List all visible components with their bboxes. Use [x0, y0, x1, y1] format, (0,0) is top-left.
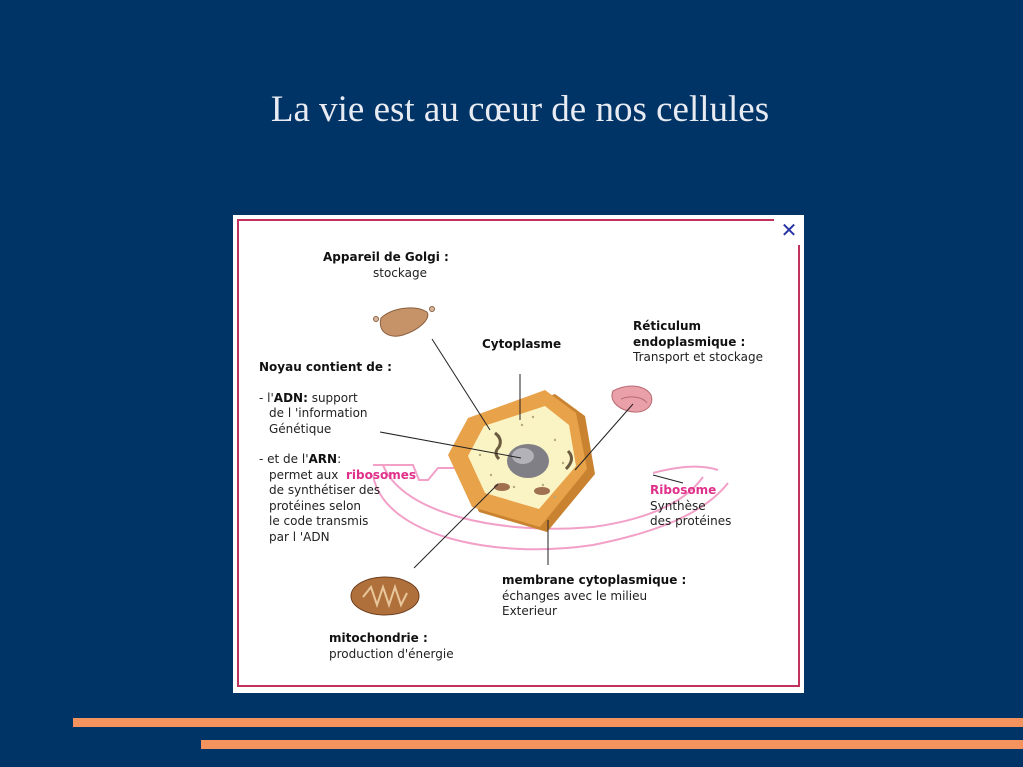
protein-flow-arrows — [372, 464, 729, 551]
mitochondria-organelle — [350, 576, 420, 616]
ribosome-label: Ribosome Synthèse des protéines — [650, 483, 732, 528]
diagram-frame — [237, 219, 800, 687]
nucleus-label: Noyau contient de : - l'ADN: support de … — [259, 360, 417, 544]
golgi-label: Appareil de Golgi : stockage — [323, 250, 449, 280]
ribosomes-highlight: ribosomes — [346, 467, 417, 482]
golgi-organelle — [373, 306, 435, 337]
cell-diagram: ✕ Appareil de Golgi : stockage Cytoplasm… — [233, 215, 804, 693]
cell-illustration — [350, 306, 729, 616]
cytoplasm-label: Cytoplasme — [482, 337, 562, 351]
close-button[interactable]: ✕ — [774, 215, 804, 245]
leader-lines — [379, 338, 684, 569]
reticulum-organelle — [611, 385, 653, 413]
slide-title: La vie est au cœur de nos cellules — [270, 89, 770, 130]
cell-body — [448, 390, 595, 532]
mitochondria-label: mitochondrie : production d'énergie — [329, 631, 454, 661]
accent-bar-bottom — [201, 740, 1023, 749]
reticulum-label: Réticulum endoplasmique : Transport et s… — [633, 319, 764, 364]
membrane-label: membrane cytoplasmique : échanges avec l… — [502, 573, 687, 618]
accent-bar-top — [73, 718, 1023, 727]
